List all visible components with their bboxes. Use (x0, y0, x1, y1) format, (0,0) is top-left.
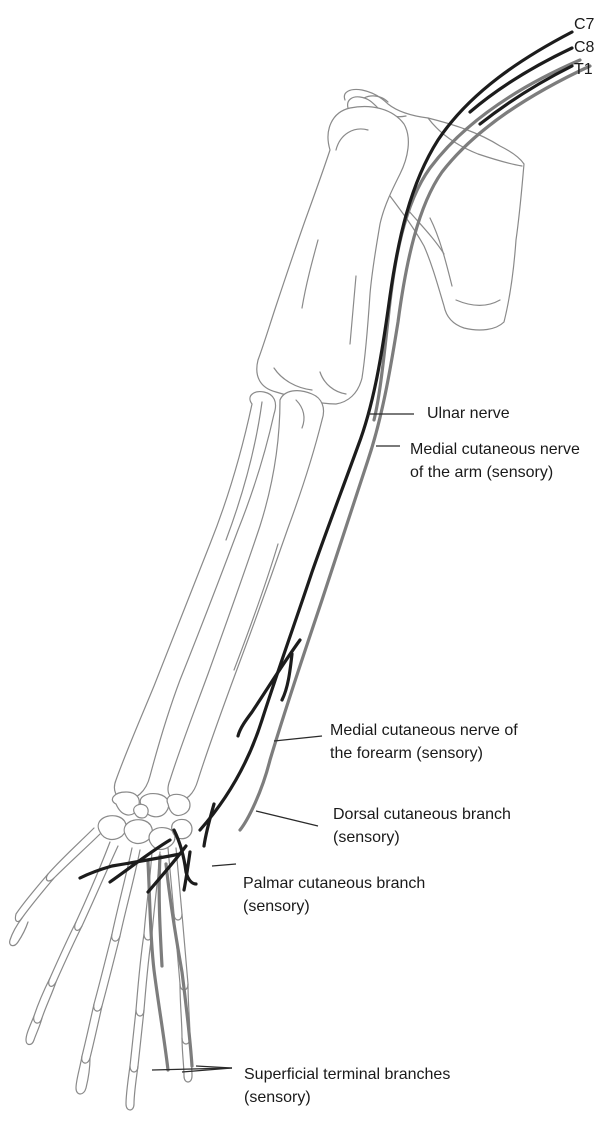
label-superficial-terminal-line2: (sensory) (244, 1087, 311, 1108)
label-medial-cutaneous-forearm-line2: the forearm (sensory) (330, 743, 483, 764)
label-palmar-cutaneous-line2: (sensory) (243, 896, 310, 917)
label-ulnar-nerve: Ulnar nerve (427, 403, 510, 424)
label-medial-cutaneous-arm-line1: Medial cutaneous nerve (410, 439, 580, 460)
label-medial-cutaneous-forearm-line1: Medial cutaneous nerve of (330, 720, 518, 741)
superficial-terminal-branch-2 (166, 864, 192, 1066)
label-medial-cutaneous-arm-line2: of the arm (sensory) (410, 462, 553, 483)
superficial-terminal-branch-3 (159, 856, 162, 966)
root-label-c7: C7 (574, 14, 594, 35)
label-dorsal-cutaneous-line1: Dorsal cutaneous branch (333, 804, 511, 825)
root-label-t1: T1 (574, 59, 593, 80)
medial-cutaneous-nerve-arm (374, 60, 580, 420)
humerus (257, 107, 409, 404)
leader-medial-cutaneous-forearm (274, 736, 322, 741)
leader-superficial-terminal-3 (196, 1066, 232, 1068)
root-label-c8: C8 (574, 37, 594, 58)
leader-palmar-cutaneous (212, 864, 236, 866)
label-dorsal-cutaneous-line2: (sensory) (333, 827, 400, 848)
label-palmar-cutaneous-line1: Palmar cutaneous branch (243, 873, 425, 894)
label-superficial-terminal-line1: Superficial terminal branches (244, 1064, 450, 1085)
leader-dorsal-cutaneous (256, 811, 318, 826)
